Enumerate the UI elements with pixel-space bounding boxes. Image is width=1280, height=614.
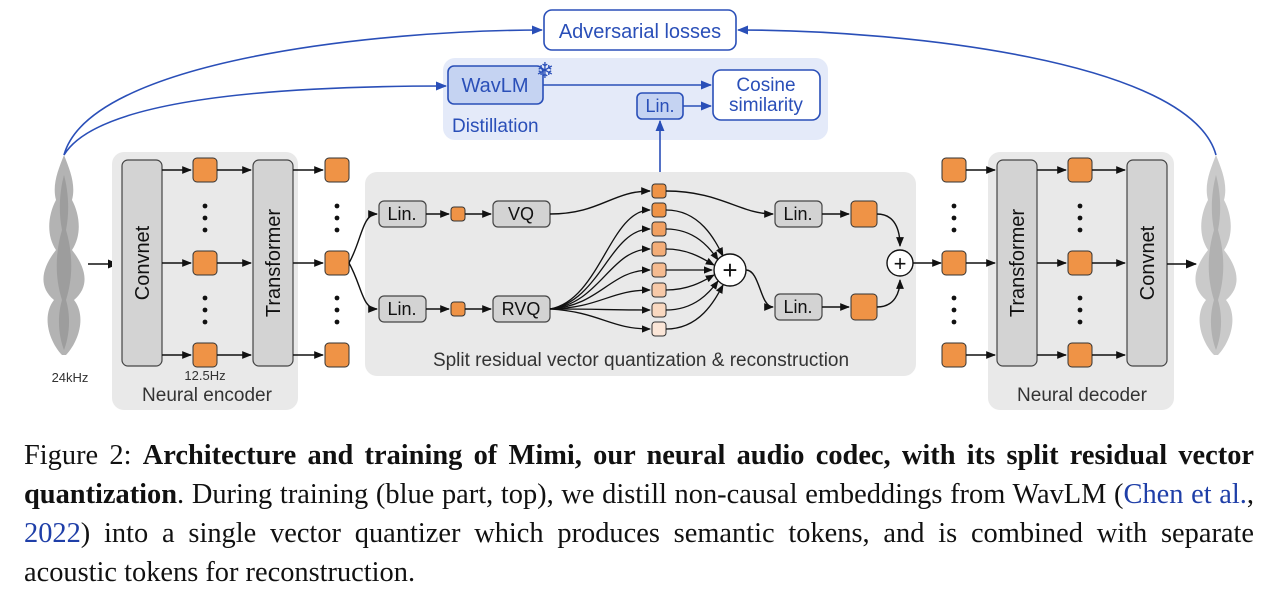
vq-in-lin-label: Lin. (387, 204, 416, 224)
frozen-snowflake-icon: ❄ (536, 58, 554, 83)
input-to-adversarial-arrow (63, 25, 544, 156)
output-to-adversarial-arrow (736, 25, 1217, 156)
vq-label: VQ (508, 204, 534, 224)
latent-token (324, 250, 350, 276)
latent-to-rvq-branch-arrow (348, 262, 378, 313)
frame-rate-label: 12.5Hz (184, 368, 225, 383)
decoder-ellipsis (1077, 203, 1083, 325)
acoustic-token (651, 202, 667, 218)
adversarial-losses-box (543, 9, 737, 51)
neural-encoder-title: Neural encoder (142, 385, 273, 406)
projection-arrows (426, 210, 492, 313)
decoder-input-ellipsis (951, 203, 957, 325)
encoder-token (192, 342, 218, 368)
acoustic-sum-symbol: + (722, 255, 737, 285)
decoder-input-token (941, 250, 967, 276)
reconstruction-arrows (822, 210, 904, 311)
encoder-transformer-label: Transformer (263, 209, 285, 318)
acoustic-token (651, 221, 667, 237)
distill-lin-label: Lin. (645, 96, 674, 116)
figure-caption: Figure 2: Architecture and training of M… (24, 436, 1254, 592)
input-waveform-icon (43, 155, 85, 355)
latent-ellipsis (334, 203, 340, 325)
neural-decoder-title: Neural decoder (1017, 385, 1148, 406)
final-sum-symbol: + (894, 251, 907, 276)
rvq-input-token (450, 301, 466, 317)
vq-to-semantic-arrow (549, 187, 651, 215)
encoder-token (192, 250, 218, 276)
caption-label: Figure 2: (24, 440, 132, 471)
rvq-in-lin-label: Lin. (387, 299, 416, 319)
split-rvq-panel (365, 172, 916, 376)
distillation-label: Distillation (452, 116, 539, 137)
encoder-ellipsis (202, 203, 208, 325)
citation-author-link[interactable]: Chen et al. (1123, 479, 1247, 510)
vq-input-token (450, 206, 466, 222)
acoustic-token (651, 262, 667, 278)
latent-token (324, 157, 350, 183)
semantic-reconstructed-token (850, 200, 878, 228)
citation-separator: , (1246, 479, 1255, 510)
cosine-label-line2: similarity (729, 95, 803, 116)
decoder-convnet-block (1126, 159, 1168, 367)
wavlm-label: WavLM (461, 75, 528, 97)
latent-to-vq-branch-arrow (348, 210, 378, 264)
sum-to-out-lin-arrow (745, 269, 774, 311)
split-rvq-title: Split residual vector quantization & rec… (433, 350, 849, 371)
input-to-wavlm-arrow (63, 81, 448, 156)
decoder-token (1067, 342, 1093, 368)
decoder-transformer-label: Transformer (1007, 209, 1029, 318)
decoder-token (1067, 250, 1093, 276)
acoustic-token (651, 282, 667, 298)
encoder-token (192, 157, 218, 183)
caption-text-part1: . During training (blue part, top), we d… (177, 479, 1124, 510)
latent-token (324, 342, 350, 368)
caption-text-part2: ) into a single vector quantizer which p… (24, 518, 1254, 588)
rvq-label: RVQ (502, 299, 541, 319)
encoder-convnet-label: Convnet (132, 225, 154, 300)
decoder-input-token (941, 342, 967, 368)
acoustic-token (651, 302, 667, 318)
decoder-token (1067, 157, 1093, 183)
input-sample-rate: 24kHz (52, 370, 89, 385)
semantic-to-out-lin-arrow (665, 190, 774, 218)
cosine-similarity-box (712, 69, 821, 121)
acoustic-token (651, 321, 667, 337)
encoder-token-arrows (162, 166, 252, 359)
acoustic-out-lin-label: Lin. (783, 297, 812, 317)
semantic-out-lin-label: Lin. (783, 204, 812, 224)
caption-bold-title: Architecture and training of Mimi, our n… (24, 440, 1254, 510)
cosine-label-line1: Cosine (736, 75, 795, 96)
rvq-fanout-arrows (549, 206, 651, 333)
acoustic-reconstructed-token (850, 293, 878, 321)
acoustic-sum-arrows (665, 209, 724, 330)
citation-year-link[interactable]: 2022 (24, 518, 81, 549)
decoder-convnet-label: Convnet (1137, 225, 1159, 300)
output-waveform-icon (1195, 155, 1237, 355)
acoustic-token (651, 241, 667, 257)
adversarial-losses-label: Adversarial losses (559, 21, 721, 43)
semantic-token (651, 183, 667, 199)
mimi-architecture-diagram: Adversarial losses WavLM ❄ Lin. Cosine s… (43, 9, 1237, 410)
decoder-input-token (941, 157, 967, 183)
decoder-arrows (966, 166, 1126, 359)
latent-token-arrows (293, 166, 324, 359)
